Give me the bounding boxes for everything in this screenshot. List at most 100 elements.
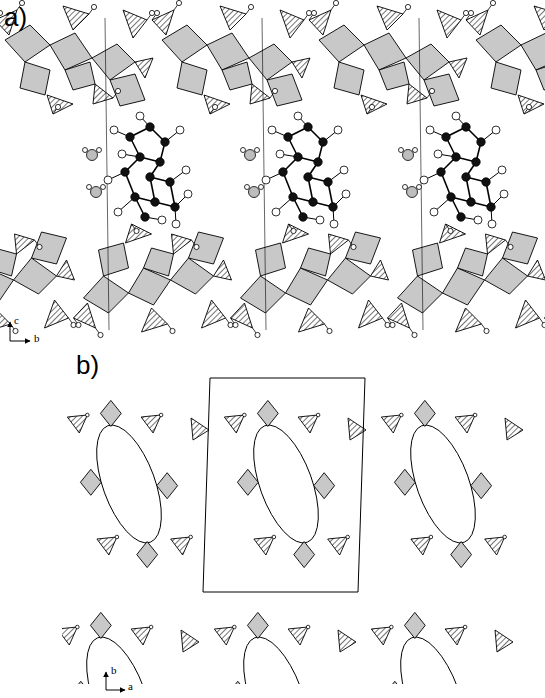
atom-sphere: [156, 158, 164, 166]
atom-sphere: [306, 10, 311, 15]
atom-sphere: [134, 228, 139, 233]
tetrahedron: [440, 224, 466, 243]
water-molecule: [83, 148, 102, 161]
tetrahedron: [292, 58, 310, 78]
atom-sphere: [276, 150, 284, 158]
atom-sphere: [390, 322, 395, 327]
tetrahedron: [254, 537, 274, 555]
atom-sphere: [249, 187, 260, 198]
atom-sphere: [413, 148, 418, 153]
tetrahedron: [283, 224, 309, 243]
atom-sphere: [194, 244, 199, 249]
octahedron: [485, 258, 528, 294]
atom-sphere: [87, 185, 92, 190]
tetrahedron: [141, 415, 161, 433]
atom-sphere: [490, 0, 495, 5]
tetrahedron: [202, 300, 226, 328]
atom-sphere: [114, 208, 122, 216]
atom-sphere: [243, 413, 247, 417]
atom-sphere: [255, 148, 260, 153]
tetrahedron: [62, 627, 77, 645]
octahedron: [328, 258, 371, 294]
atom-sphere: [369, 104, 374, 109]
tetrahedron: [298, 415, 318, 433]
atom-sphere: [37, 244, 42, 249]
tetrahedron: [329, 234, 349, 254]
atom-sphere: [110, 126, 118, 134]
tetrahedron: [93, 84, 113, 104]
framework-channel: [62, 612, 199, 684]
atom-sphere: [259, 185, 264, 190]
octahedron: [237, 469, 258, 495]
atom-sphere: [324, 178, 332, 186]
atom-sphere: [429, 535, 433, 539]
octahedron: [222, 62, 252, 90]
organic-molecule: [262, 112, 350, 228]
framework-channel: [381, 400, 523, 567]
atom-sphere: [390, 625, 394, 629]
atom-sphere: [272, 208, 280, 216]
octahedron: [70, 681, 91, 684]
atom-sphere: [526, 104, 531, 109]
atom-sphere: [97, 148, 102, 153]
atom-sphere: [508, 244, 513, 249]
tetrahedron: [359, 300, 383, 328]
atom-sphere: [452, 153, 460, 161]
atom-sphere: [420, 176, 428, 184]
atom-sphere: [233, 322, 238, 327]
atom-sphere: [289, 193, 297, 201]
atom-sphere: [482, 178, 490, 186]
atom-sphere: [284, 133, 292, 141]
atom-sphere: [294, 112, 302, 120]
atom-sphere: [426, 126, 434, 134]
tetrahedron: [449, 58, 467, 78]
octahedron: [100, 400, 121, 426]
atom-sphere: [463, 625, 467, 629]
atom-sphere: [76, 625, 80, 629]
atom-sphere: [149, 10, 154, 15]
tetrahedron: [534, 6, 545, 30]
atom-sphere: [340, 166, 348, 174]
atom-sphere: [87, 150, 98, 161]
octahedron: [491, 62, 521, 95]
tetrahedron: [15, 234, 35, 254]
octahedron: [249, 44, 292, 80]
water-molecule: [241, 148, 260, 161]
atom-sphere: [351, 244, 356, 249]
atom-sphere: [176, 126, 184, 134]
octahedron: [394, 469, 415, 495]
atom-sphere: [299, 213, 307, 221]
atom-sphere: [268, 126, 276, 134]
unit-cell-line: [262, 18, 266, 330]
water-molecule: [245, 185, 264, 198]
panel-label: b): [76, 352, 99, 378]
atom-sphere: [448, 228, 453, 233]
tetrahedron: [485, 537, 505, 555]
octahedron: [521, 33, 545, 70]
tetrahedron: [528, 260, 545, 280]
octahedron: [110, 74, 145, 106]
tetrahedron: [220, 6, 246, 30]
tetrahedron: [456, 308, 482, 332]
atom-sphere: [503, 535, 507, 539]
atom-sphere: [115, 88, 120, 93]
octahedron: [406, 44, 449, 80]
atom-sphere: [488, 220, 496, 228]
octahedron: [346, 232, 381, 264]
octahedron: [256, 243, 286, 276]
tetrahedron: [74, 303, 96, 328]
octahedron: [0, 248, 17, 276]
atom-sphere: [311, 10, 316, 15]
atom-sphere: [291, 228, 296, 233]
atom-sphere: [91, 187, 102, 198]
atom-sphere: [399, 148, 404, 153]
tetrahedron: [486, 234, 506, 254]
atom-sphere: [342, 190, 350, 198]
atom-sphere: [477, 138, 485, 146]
axis-label: b: [111, 665, 117, 676]
atom-sphere: [484, 328, 489, 333]
atom-sphere: [76, 322, 81, 327]
octahedron: [99, 243, 129, 276]
tetrahedron: [0, 308, 11, 332]
